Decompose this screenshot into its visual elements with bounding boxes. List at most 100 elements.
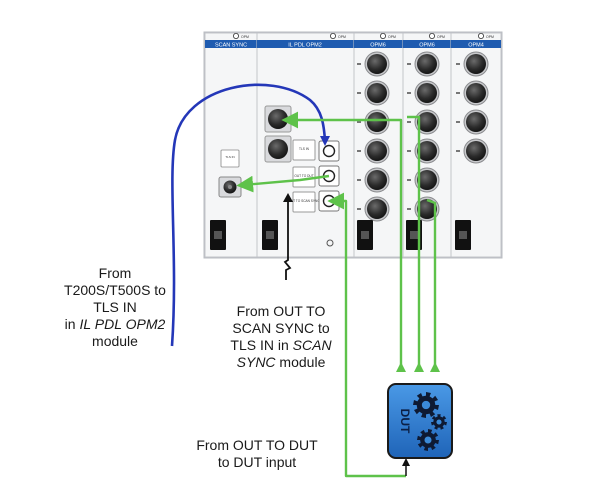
module-name: SYNC bbox=[236, 354, 276, 370]
port-marker bbox=[456, 92, 460, 94]
caption-line: From OUT TO bbox=[236, 303, 326, 319]
module-opm4: OPM4 OPM bbox=[450, 32, 502, 258]
power-led-icon bbox=[477, 33, 484, 40]
detector-connector-icon bbox=[367, 141, 387, 161]
module-name: SCAN bbox=[292, 337, 332, 353]
module-badge: OPM bbox=[388, 35, 396, 39]
dut-device: DUT bbox=[387, 383, 453, 459]
status-label: TLS IN bbox=[225, 155, 234, 159]
detector-connector-icon bbox=[417, 199, 437, 219]
module-title: SCAN SYNC bbox=[215, 43, 247, 49]
detector-connector-icon bbox=[268, 109, 288, 129]
connector-icon bbox=[322, 194, 336, 208]
detector-connector-icon bbox=[367, 54, 387, 74]
port-label: OUT TO DUT bbox=[294, 174, 313, 178]
caption-text: TLS IN in bbox=[230, 337, 293, 353]
detector-connector-icon bbox=[466, 83, 486, 103]
caption-line: From bbox=[98, 265, 132, 281]
caption-line: to DUT input bbox=[217, 454, 297, 470]
callout-line-out-to-scan-sync bbox=[283, 200, 292, 280]
power-led-icon bbox=[428, 33, 435, 40]
detector-connector-icon bbox=[367, 199, 387, 219]
module-opm6-a: OPM6 OPM bbox=[353, 32, 404, 258]
port-marker bbox=[357, 121, 361, 123]
detector-connector-icon bbox=[466, 141, 486, 161]
power-led-icon bbox=[232, 33, 239, 40]
port-marker bbox=[456, 63, 460, 65]
status-indicator bbox=[220, 149, 240, 168]
fiber-out-to-scan-sync bbox=[236, 174, 330, 193]
module-header-bar bbox=[257, 40, 354, 48]
caption-line: in IL PDL OPM2 bbox=[50, 316, 180, 333]
gear-hub bbox=[424, 436, 432, 444]
dut-box bbox=[387, 383, 453, 459]
detector-connector-icon bbox=[268, 139, 288, 159]
fiber-dut-out-to-opm6-b bbox=[426, 198, 437, 370]
caption-line: T200S/T500S to bbox=[64, 282, 166, 298]
connector-icon bbox=[322, 144, 336, 158]
dut-output-arrowhead bbox=[396, 362, 406, 372]
port-marker bbox=[407, 121, 411, 123]
port-marker bbox=[407, 63, 411, 65]
detector-connector-icon bbox=[466, 112, 486, 132]
module-badge: OPM bbox=[338, 35, 346, 39]
module-scan-sync: SCAN SYNC OPM TLS IN bbox=[204, 32, 258, 258]
caption-line: From OUT TO DUT bbox=[196, 437, 318, 453]
module-il-pdl-opm2: IL PDL OPM2 OPM TLS IN OUT TO DUT OUT TO… bbox=[256, 32, 355, 258]
fiber-t200s-to-tls-in bbox=[170, 83, 327, 347]
detector-connector-icon bbox=[417, 170, 437, 190]
detector-connector-icon bbox=[367, 170, 387, 190]
port-label-box bbox=[292, 139, 316, 161]
port-marker bbox=[407, 92, 411, 94]
caption-out-to-scan-sync: From OUT TO SCAN SYNC to TLS IN in SCAN … bbox=[212, 303, 350, 371]
port-marker bbox=[407, 179, 411, 181]
detector-connector-icon bbox=[417, 54, 437, 74]
caption-line: TLS IN in SCAN bbox=[212, 337, 350, 354]
port-marker bbox=[357, 179, 361, 181]
caption-text: in bbox=[64, 316, 80, 332]
detector-connector-icon bbox=[417, 141, 437, 161]
power-led-icon bbox=[329, 33, 336, 40]
port-marker bbox=[456, 150, 460, 152]
detector-connector-icon bbox=[367, 83, 387, 103]
module-header-bar bbox=[205, 40, 257, 48]
module-header-bar bbox=[451, 40, 501, 48]
port-marker bbox=[407, 150, 411, 152]
module-badge: OPM bbox=[241, 35, 249, 39]
power-led-icon bbox=[379, 33, 386, 40]
module-title: OPM6 bbox=[370, 43, 386, 49]
fiber-out-to-dut bbox=[327, 192, 406, 478]
module-header-bar bbox=[354, 40, 403, 48]
fiber-blue-arrowhead bbox=[320, 136, 330, 146]
gear-hub bbox=[436, 419, 442, 425]
module-badge: OPM bbox=[486, 35, 494, 39]
dut-output-arrowhead bbox=[430, 362, 440, 372]
dut-input-arrowhead bbox=[402, 458, 410, 466]
port-marker bbox=[357, 150, 361, 152]
dut-label: DUT bbox=[398, 409, 412, 434]
gear-hub bbox=[421, 400, 431, 410]
detector-connector-icon bbox=[367, 112, 387, 132]
fiber-opm6-a-to-opm6-b bbox=[407, 115, 421, 370]
caption-line: TLS IN bbox=[93, 299, 137, 315]
port-label: TLS IN bbox=[299, 147, 310, 151]
caption-line: SCAN SYNC to bbox=[232, 320, 330, 336]
module-title: OPM6 bbox=[419, 43, 435, 49]
module-title: IL PDL OPM2 bbox=[288, 43, 322, 49]
module-title: OPM4 bbox=[468, 43, 484, 49]
module-badge: OPM bbox=[437, 35, 445, 39]
gears-icon bbox=[413, 392, 447, 451]
screw-icon bbox=[326, 239, 334, 247]
module-opm6-b: OPM6 OPM bbox=[402, 32, 452, 258]
port-marker bbox=[357, 63, 361, 65]
instrument-chassis: SCAN SYNC OPM TLS IN IL PDL OPM2 OPM TLS… bbox=[203, 31, 503, 259]
port-marker bbox=[357, 208, 361, 210]
caption-line: SYNC module bbox=[212, 354, 350, 371]
detector-connector-icon bbox=[417, 83, 437, 103]
port-label: OUT TO SCAN SYNC bbox=[288, 199, 320, 203]
module-name: IL PDL OPM2 bbox=[79, 316, 166, 332]
module-header-bar bbox=[403, 40, 451, 48]
caption-text: module bbox=[275, 354, 326, 370]
port-marker bbox=[357, 92, 361, 94]
